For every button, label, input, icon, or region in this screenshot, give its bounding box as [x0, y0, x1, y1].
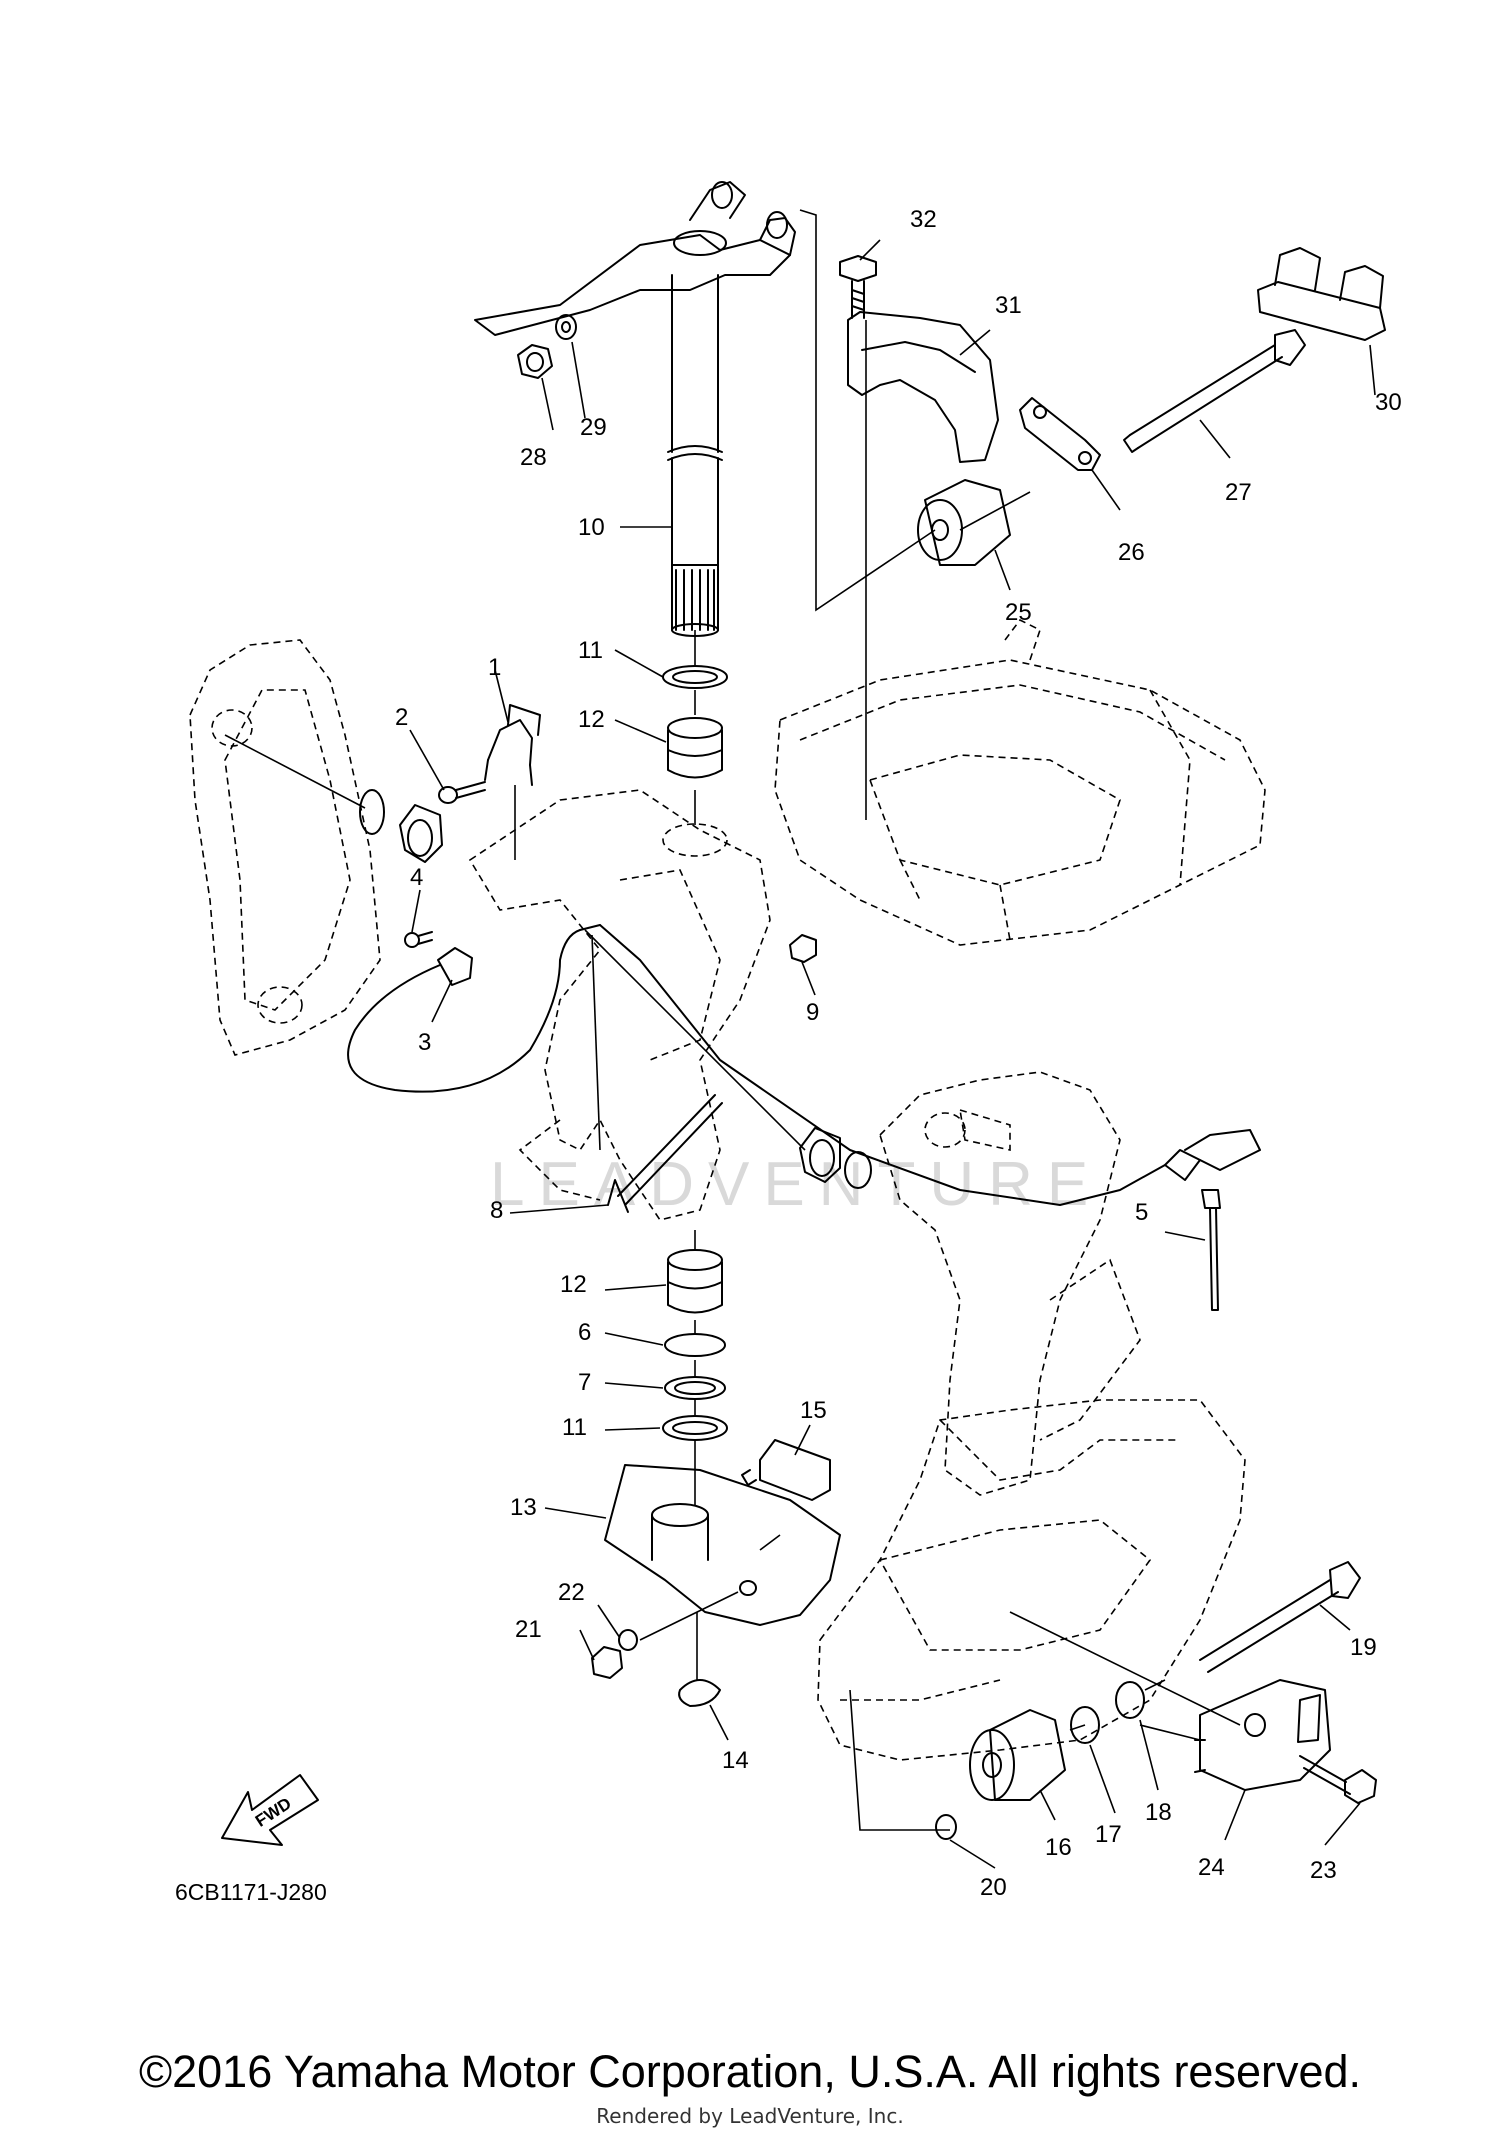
rendered-by-notice: Rendered by LeadVenture, Inc.	[596, 2104, 904, 2128]
screw-4	[404, 931, 433, 948]
clamp-bracket-left	[189, 639, 381, 1056]
nut-28	[517, 344, 553, 379]
mount-housing-13	[604, 1464, 841, 1626]
nut-9	[789, 934, 817, 963]
screw-2	[438, 781, 486, 804]
bolt-27	[1123, 329, 1306, 453]
grommet-15	[741, 1439, 831, 1501]
mount-25	[917, 479, 1011, 566]
bushing-12-lower	[667, 1249, 723, 1314]
callout-leaders	[409, 239, 1376, 1869]
swivel-bracket	[468, 789, 771, 1221]
callout-27: 27	[1225, 479, 1252, 506]
callout-21: 21	[515, 1616, 542, 1643]
upper-case	[774, 618, 1266, 946]
callout-20: 20	[980, 1874, 1007, 1901]
o-ring-6	[664, 1333, 726, 1357]
washer-29	[555, 314, 577, 340]
callout-31: 31	[995, 292, 1022, 319]
callout-7: 7	[578, 1369, 591, 1396]
washer-18	[1115, 1681, 1145, 1719]
callout-22: 22	[558, 1579, 585, 1606]
stern-bracket-right	[879, 1071, 1141, 1496]
bolt-32	[839, 255, 877, 319]
bushing-12-upper	[667, 717, 723, 779]
guide-lines	[224, 209, 1241, 1831]
callout-3: 3	[418, 1029, 431, 1056]
callout-18: 18	[1145, 1799, 1172, 1826]
callout-17: 17	[1095, 1821, 1122, 1848]
washer-20	[935, 1814, 957, 1840]
callout-1: 1	[488, 654, 501, 681]
callout-14: 14	[722, 1747, 749, 1774]
callout-26: 26	[1118, 539, 1145, 566]
bushing-center	[799, 1127, 841, 1183]
bolt-23	[1299, 1755, 1377, 1804]
callout-11-lower: 11	[562, 1414, 587, 1441]
callout-2: 2	[395, 704, 408, 731]
sensor-cable	[599, 924, 1261, 1206]
callout-5: 5	[1135, 1199, 1148, 1226]
clip-30	[1257, 247, 1386, 341]
bracket-31	[847, 311, 999, 463]
callout-23: 23	[1310, 1857, 1337, 1884]
copyright-notice: ©2016 Yamaha Motor Corporation, U.S.A. A…	[138, 2046, 1362, 2097]
callout-19: 19	[1350, 1634, 1377, 1661]
callout-25: 25	[1005, 599, 1032, 626]
callout-8: 8	[490, 1197, 503, 1224]
drawing-code: 6CB1171-J280	[175, 1879, 327, 1905]
callout-30: 30	[1375, 389, 1402, 416]
callout-28: 28	[520, 444, 547, 471]
callout-15: 15	[800, 1397, 827, 1424]
fwd-arrow: FWD	[221, 1774, 319, 1846]
plate-26	[1019, 397, 1101, 471]
cable-tie-5	[1201, 1189, 1221, 1311]
bracket-24	[1194, 1679, 1331, 1791]
callout-6: 6	[578, 1319, 591, 1346]
callout-10: 10	[578, 514, 605, 541]
callout-12-upper: 12	[578, 706, 605, 733]
fwd-label: FWD	[252, 1794, 295, 1831]
bushing-left	[399, 804, 443, 863]
watermark-text: LEADVENTURE	[490, 1150, 1102, 1219]
washer-17	[1070, 1706, 1100, 1744]
callout-12-lower: 12	[560, 1271, 587, 1298]
callout-32: 32	[910, 206, 937, 233]
bolt-8	[607, 1094, 723, 1213]
steering-arm	[474, 181, 796, 336]
callout-29: 29	[580, 414, 607, 441]
washer-left	[359, 789, 385, 835]
washer-22	[618, 1629, 638, 1651]
steering-shaft	[667, 274, 723, 637]
callout-9: 9	[806, 999, 819, 1026]
callout-16: 16	[1045, 1834, 1072, 1861]
ground-lead-3	[347, 924, 601, 1093]
callout-11-upper: 11	[578, 637, 603, 664]
callout-4: 4	[410, 864, 423, 891]
nut-21	[591, 1646, 623, 1679]
callout-13: 13	[510, 1494, 537, 1521]
bolt-19	[1199, 1561, 1361, 1673]
clip-1	[484, 704, 541, 786]
mount-16	[969, 1709, 1066, 1801]
circlip-14	[678, 1679, 721, 1707]
callout-24: 24	[1198, 1854, 1225, 1881]
lower-case	[817, 1399, 1246, 1761]
callout-numbers: 1 2 3 4 5 6 7 8 9 10 11 11 12 12 13 14 1…	[395, 206, 1402, 1901]
